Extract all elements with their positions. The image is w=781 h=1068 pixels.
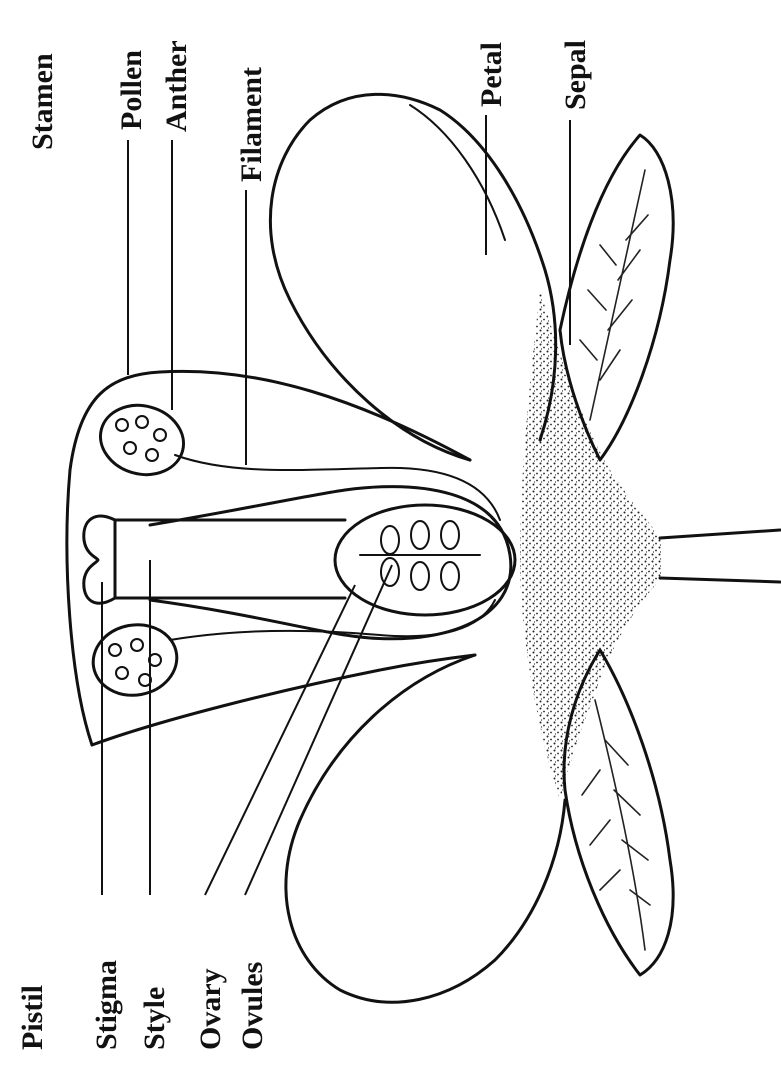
receptacle	[520, 290, 662, 800]
anther-upper	[93, 396, 192, 483]
label-pistil: Pistil	[16, 985, 49, 1050]
ovules	[360, 521, 480, 590]
stem	[660, 530, 780, 582]
petal-upper-fold	[410, 105, 505, 240]
ovary-chamber	[335, 505, 515, 615]
label-petal: Petal	[475, 42, 508, 107]
label-anther: Anther	[160, 40, 193, 132]
petal-upper	[270, 94, 555, 460]
label-ovary: Ovary	[194, 968, 227, 1050]
label-stamen: Stamen	[26, 53, 59, 150]
label-stigma: Stigma	[90, 960, 123, 1050]
label-pollen: Pollen	[115, 50, 148, 130]
label-sepal: Sepal	[559, 40, 592, 110]
stigma	[84, 516, 115, 603]
leader-ovules	[245, 565, 392, 895]
filament-upper	[175, 455, 500, 520]
label-style: Style	[138, 987, 171, 1050]
label-filament: Filament	[235, 67, 268, 182]
label-ovules: Ovules	[236, 962, 269, 1050]
